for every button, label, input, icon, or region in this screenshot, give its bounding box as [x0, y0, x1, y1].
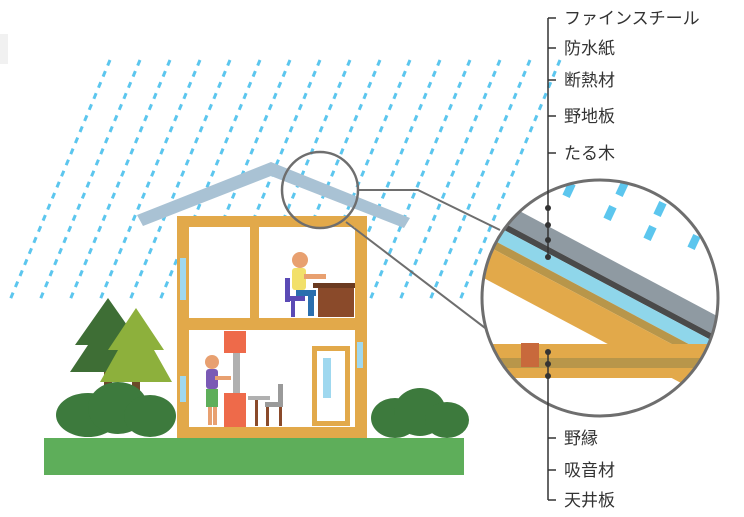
- label-insulation: 断熱材: [564, 71, 615, 91]
- rain-streak: [428, 59, 532, 301]
- house-icon: [137, 162, 410, 438]
- rain-streak: [68, 59, 172, 301]
- tree-icon: [70, 298, 172, 400]
- person-icon: [292, 252, 326, 316]
- rain-streak: [98, 59, 202, 301]
- rain-streak: [398, 59, 502, 301]
- desk-icon: [313, 283, 355, 317]
- label-sound-absorber: 吸音材: [564, 461, 615, 481]
- label-fine-steel: ファインスチール: [564, 9, 700, 29]
- label-ceiling-board: 天井板: [564, 491, 615, 511]
- roof-detail-magnifier: [480, 178, 720, 418]
- ground: [44, 438, 464, 475]
- callout-dots: [545, 205, 551, 379]
- label-ceiling-joist: 野縁: [564, 429, 598, 449]
- chair-icon: [265, 384, 283, 426]
- label-sheathing-board: 野地板: [564, 107, 615, 127]
- rain-streak: [458, 59, 562, 301]
- rain-streak: [38, 59, 142, 301]
- bush-icon: [56, 382, 469, 438]
- chair-icon: [285, 278, 305, 317]
- label-rafter: たる木: [564, 144, 615, 164]
- rain-streak: [8, 59, 112, 301]
- rain-streak: [158, 59, 262, 301]
- person-icon: [205, 355, 231, 425]
- page-edge-tab: [0, 34, 8, 64]
- callout-leaders: [547, 17, 556, 501]
- label-waterproof-paper: 防水紙: [564, 39, 615, 59]
- rain-streak: [368, 59, 472, 301]
- rain-streak: [128, 59, 232, 301]
